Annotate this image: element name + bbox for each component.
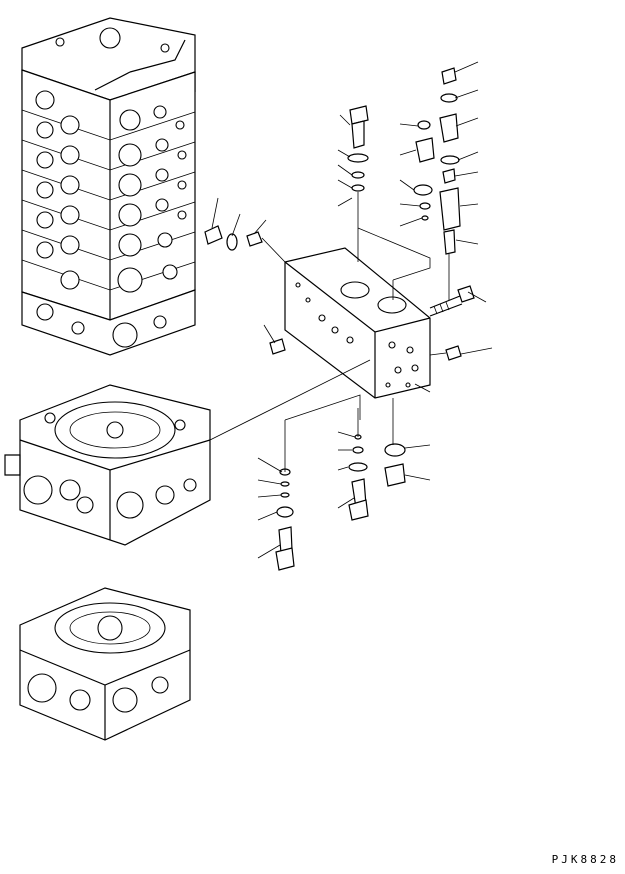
long-bolt [429,285,475,317]
valve-column-right-2 [439,67,461,255]
valve-stack-assembly [21,17,196,356]
bottom-valve-column [348,434,406,521]
side-plug [429,345,462,361]
relief-valve-column [347,105,369,262]
valve-column-right-1 [413,120,435,221]
left-plug-parts [204,225,286,355]
valve-block [284,247,431,399]
valve-section-stack [21,69,196,321]
assembly-guide-lines [209,227,450,472]
callout-leaders [211,61,493,559]
lower-left-valve-column [275,468,295,571]
lower-valve-section [19,587,191,741]
middle-valve-section [4,384,211,546]
drawing-reference-code: PJK8828 [551,853,619,866]
